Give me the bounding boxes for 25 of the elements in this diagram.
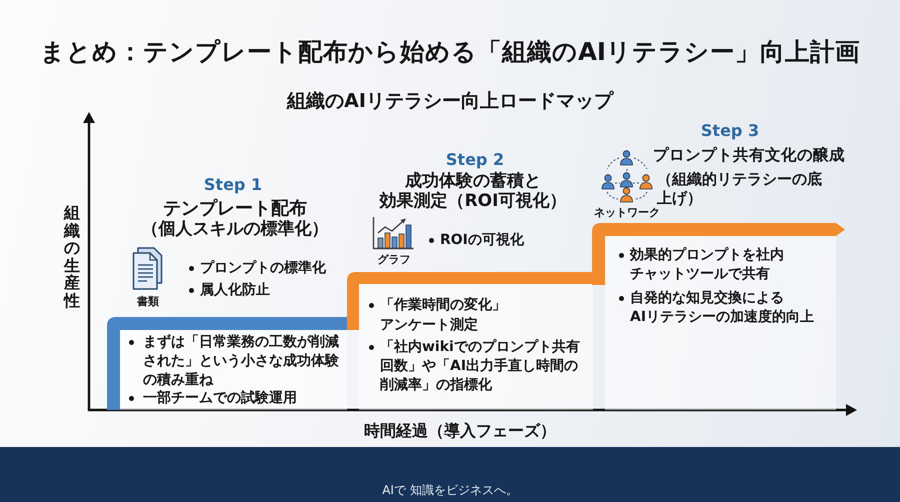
step-title: テンプレート配布 <box>162 198 308 219</box>
bullet-text: ROIの可視化 <box>425 231 575 250</box>
icon-caption: ネットワーク <box>593 206 661 220</box>
icon-caption: 書類 <box>136 295 160 309</box>
bullet-text: まずは「日常業務の工数が削減された」という小さな成功体験の積み重ね <box>125 333 345 390</box>
step-title: 成功体験の蓄積と効果測定（ROI可視化） <box>378 171 568 211</box>
step-label: Step 2 <box>444 149 506 171</box>
icon-caption: グラフ <box>376 253 412 267</box>
step-subtitle: （組織的リテラシーの底上げ） <box>657 170 823 208</box>
step-label: Step 3 <box>700 120 760 142</box>
bullet-text: 「作業時間の変化」アンケート測定 <box>365 295 512 335</box>
bullet-text: 一部チームでの試験運用 <box>125 390 345 406</box>
axis-label: 組織の生産性 <box>64 204 80 310</box>
axis-label: 時間経過（導入フェーズ） <box>363 420 557 442</box>
page-title: まとめ：テンプレート配布から始める「組織のAIリテラシー」向上計画 <box>38 36 862 68</box>
step-title: プロンプト共有文化の醸成 <box>653 145 845 166</box>
bullet-text: 効果的プロンプトを社内チャットツールで共有 <box>615 246 793 284</box>
bullet-text: 属人化防止 <box>185 281 340 300</box>
bullet-text: 自発的な知見交換によるAIリテラシーの加速度的向上 <box>615 289 837 327</box>
tagline-text: AIで 知識をビジネスへ。 <box>381 482 519 498</box>
bullet-text: プロンプトの標準化 <box>185 259 340 278</box>
bullet-text: 「社内wikiでのプロンプト共有回数」や「AI出力手直し時間の削減率」の指標化 <box>365 338 587 395</box>
chart-subtitle: 組織のAIリテラシー向上ロードマップ <box>286 89 615 113</box>
step-label: Step 1 <box>202 174 264 196</box>
step-subtitle: （個人スキルの標準化） <box>140 219 330 240</box>
